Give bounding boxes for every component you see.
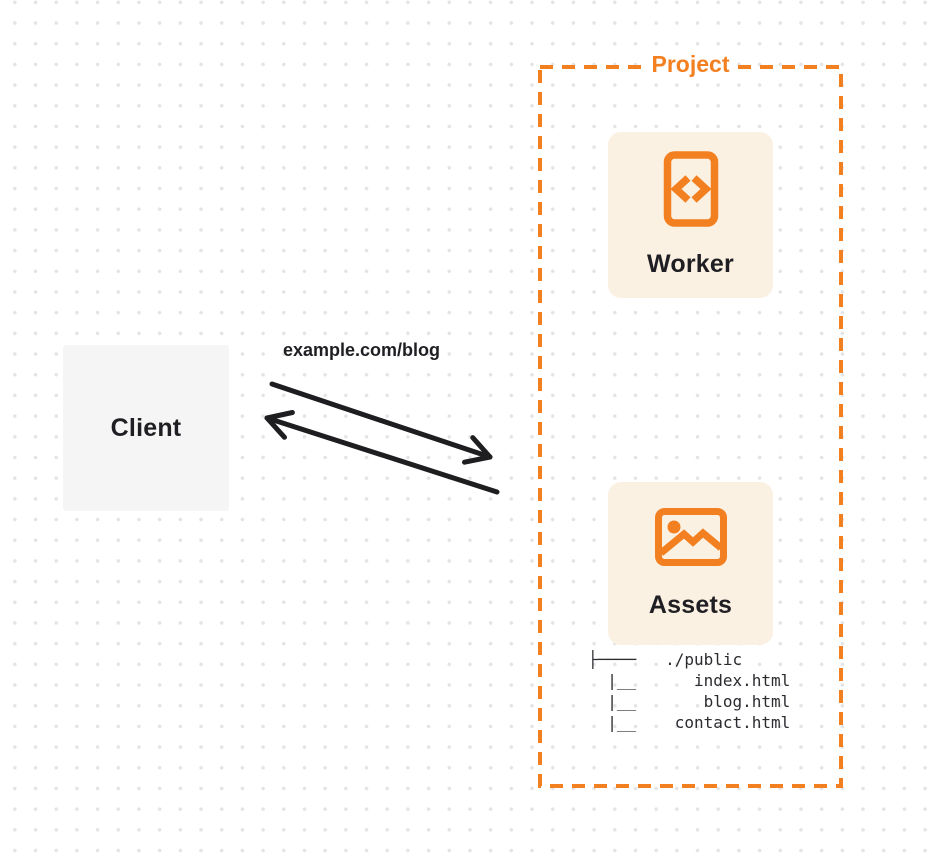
worker-label: Worker	[647, 250, 734, 278]
assets-card: Assets	[608, 482, 773, 645]
project-label: Project	[644, 51, 737, 78]
assets-file-tree: ├──── ./public |__ index.html |__ blog.h…	[588, 650, 791, 732]
assets-label: Assets	[648, 590, 733, 619]
project-dashed-border	[538, 65, 843, 788]
request-response-arrows	[264, 381, 500, 495]
request-arrow	[269, 381, 493, 465]
client-label: Client	[110, 413, 182, 442]
code-file-icon	[663, 151, 719, 227]
worker-card: Worker	[608, 132, 773, 298]
client-box: Client	[63, 345, 229, 511]
image-icon	[654, 507, 727, 566]
project-container: Project Worker Assets ├──── ./public	[538, 51, 843, 788]
request-url-label: example.com/blog	[283, 340, 441, 360]
response-arrow	[264, 410, 500, 495]
